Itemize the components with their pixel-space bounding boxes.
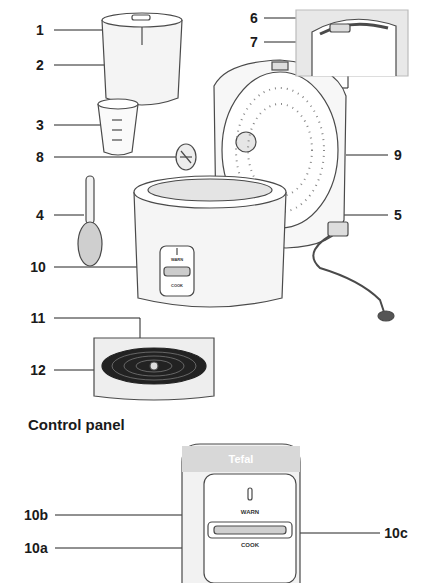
callout-number: 6 xyxy=(250,11,258,25)
button-label: WARN xyxy=(171,258,183,262)
inner-pot xyxy=(102,13,182,105)
callout-number: 10c xyxy=(384,526,407,540)
measuring-cup xyxy=(98,99,138,155)
rice-spoon xyxy=(78,176,102,266)
cooker-body xyxy=(134,176,286,307)
callout-number: 2 xyxy=(36,58,44,72)
callout-number: 11 xyxy=(31,311,46,325)
callout-number: 10b xyxy=(24,508,48,522)
brand-logo: Tefal xyxy=(229,454,254,465)
button-label: COOK xyxy=(171,284,183,288)
control-panel xyxy=(182,444,300,583)
power-cord xyxy=(313,222,394,321)
callout-number: 12 xyxy=(30,363,46,377)
callout-number: 9 xyxy=(394,148,402,162)
button-label: COOK xyxy=(241,542,259,548)
callout-number: 4 xyxy=(36,208,44,222)
leader-lines xyxy=(54,18,388,548)
callout-number: 3 xyxy=(36,118,44,132)
callout-number: 7 xyxy=(250,35,258,49)
inset-detail xyxy=(296,10,408,76)
heating-plate xyxy=(94,338,214,400)
steam-valve xyxy=(176,144,196,170)
callout-number: 8 xyxy=(36,150,44,164)
callout-number: 10 xyxy=(30,260,46,274)
callout-number: 10a xyxy=(24,541,47,555)
section-heading: Control panel xyxy=(28,417,125,432)
button-label: WARN xyxy=(241,509,259,515)
callout-number: 5 xyxy=(394,208,402,222)
callout-number: 1 xyxy=(36,23,44,37)
